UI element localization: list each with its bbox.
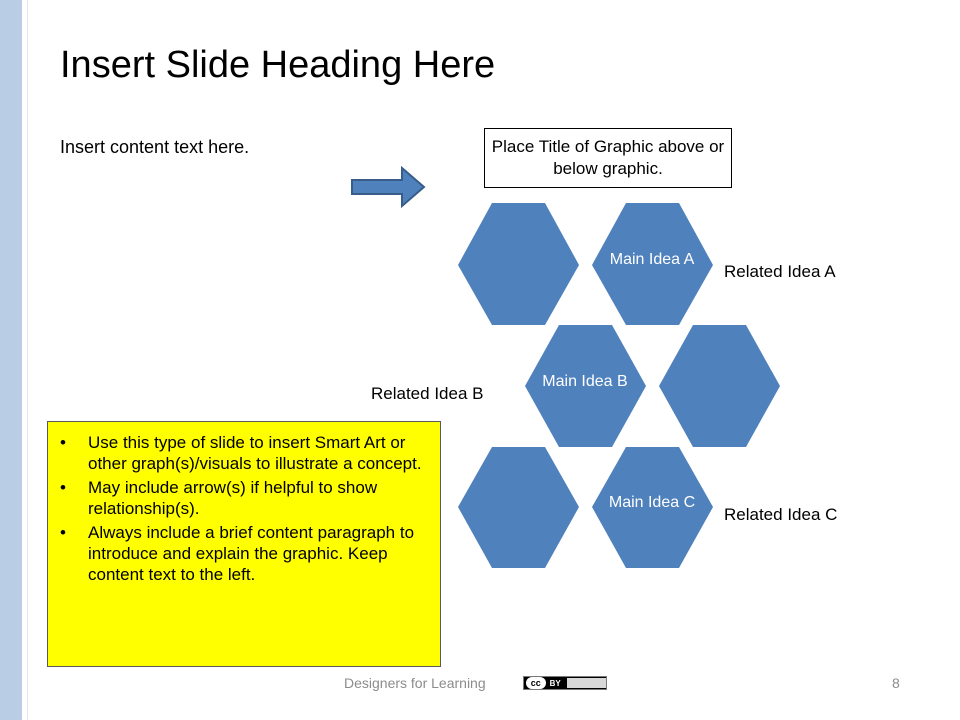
bullet-glyph: • [60, 478, 66, 497]
instruction-text: Use this type of slide to insert Smart A… [88, 433, 422, 473]
instruction-item: • Always include a brief content paragra… [58, 522, 430, 585]
hexagon-main-idea-b [525, 325, 646, 447]
cc-license-badge[interactable]: cc BY [523, 676, 607, 690]
bullet-glyph: • [60, 523, 66, 542]
cc-badge-fill [566, 678, 606, 688]
related-idea-a: Related Idea A [724, 262, 836, 281]
slide-heading: Insert Slide Heading Here [60, 44, 496, 86]
hexagon-empty-bottom-left [458, 447, 579, 568]
instruction-text: Always include a brief content paragraph… [88, 523, 415, 584]
hexagon-main-idea-c [592, 447, 713, 568]
left-accent-line [27, 0, 28, 720]
left-accent-gap [22, 0, 27, 720]
instruction-note-box: • Use this type of slide to insert Smart… [47, 421, 441, 667]
hexagon-empty-top-left [458, 203, 579, 325]
bullet-glyph: • [60, 433, 66, 452]
cc-logo-icon: cc [526, 677, 546, 689]
cc-by-label: BY [549, 678, 561, 688]
hexagon-main-idea-a [592, 203, 713, 325]
main-idea-b-label: Main Idea B [542, 373, 628, 390]
main-idea-c-label: Main Idea C [608, 494, 696, 511]
instruction-text: May include arrow(s) if helpful to show … [88, 478, 378, 518]
related-idea-c: Related Idea C [724, 505, 838, 524]
main-idea-a-label: Main Idea A [609, 251, 695, 268]
content-text: Insert content text here. [60, 137, 250, 157]
related-idea-b: Related Idea B [371, 384, 484, 403]
graphic-title: Place Title of Graphic above or below gr… [484, 128, 732, 188]
footer-text: Designers for Learning [344, 675, 486, 691]
hexagon-empty-right [659, 325, 780, 447]
instruction-item: • Use this type of slide to insert Smart… [58, 432, 430, 474]
right-arrow-icon [351, 166, 426, 208]
instruction-list: • Use this type of slide to insert Smart… [58, 432, 430, 585]
page-number: 8 [892, 675, 900, 691]
left-accent-bar [0, 0, 22, 720]
instruction-item: • May include arrow(s) if helpful to sho… [58, 477, 430, 519]
